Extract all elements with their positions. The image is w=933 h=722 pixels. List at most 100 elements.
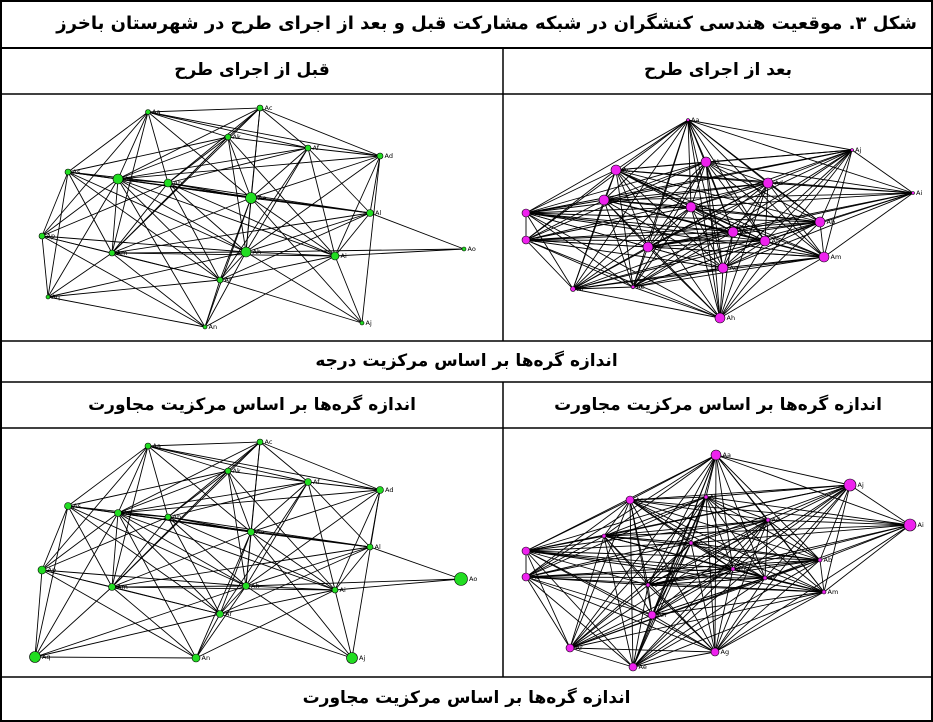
after-closeness-edge-aq-af xyxy=(525,550,649,586)
after-closeness-node-ad xyxy=(765,517,771,523)
after-degree-edge-an-ae xyxy=(603,199,634,288)
before-closeness-edge-ap-aq xyxy=(34,569,43,658)
before-degree-edge-ah-an xyxy=(204,251,247,328)
before-closeness-edge-ab-am xyxy=(111,516,169,588)
after-degree-label-ab: Ab xyxy=(827,218,836,226)
after-degree-node-am xyxy=(818,251,830,263)
before-degree-edge-ai-ar xyxy=(219,255,336,281)
after-degree-edge-ab-ag xyxy=(722,221,821,269)
after-degree-label-aj: Aj xyxy=(855,146,861,154)
after-closeness-edge-ar-ah xyxy=(569,614,653,649)
after-degree-edge-ad-ab xyxy=(767,182,821,223)
before-closeness-node-aa xyxy=(144,442,152,450)
after-degree-edge-ab-am xyxy=(819,221,825,258)
after-closeness-edge-ac-al xyxy=(629,499,766,579)
after-degree-edge-ap-ar xyxy=(572,231,734,290)
before-degree-label-aj: Aj xyxy=(366,319,372,327)
after-closeness-label-ao: Ao xyxy=(695,539,703,547)
after-closeness-edge-ai-ad xyxy=(767,519,911,526)
after-closeness-label-aa: Aa xyxy=(723,451,731,459)
before-degree-edge-ab-ai xyxy=(167,182,336,257)
after-closeness-edge-ad-am xyxy=(767,519,825,593)
before-closeness-edge-as-ar xyxy=(67,505,221,615)
before-degree-label-ac: Ac xyxy=(265,104,273,112)
before-closeness-edge-aa-as xyxy=(67,445,149,507)
after-degree-node-ah xyxy=(714,312,726,324)
before-degree-edge-aq-ar xyxy=(47,279,221,298)
after-closeness-node-ar xyxy=(565,643,575,653)
after-degree-edge-ap-ag xyxy=(722,231,734,269)
before-degree-node-aa xyxy=(145,109,151,115)
before-degree-edge-ak-ae xyxy=(227,136,252,199)
before-closeness-edge-ap-ah xyxy=(41,569,247,587)
after-degree-label-am: Am xyxy=(831,253,842,261)
before-degree-edge-ah-aq xyxy=(47,251,247,298)
after-degree-label-ao: Ao xyxy=(698,203,706,211)
after-closeness-edge-ab-af xyxy=(647,559,821,586)
before-closeness-edge-ae-am xyxy=(111,531,252,588)
before-degree-edge-aa-ak xyxy=(147,111,229,138)
before-degree-node-ao xyxy=(461,246,467,252)
after-closeness-edge-ae-ag xyxy=(632,651,716,668)
before-closeness-edge-ag-ai xyxy=(117,512,336,591)
before-closeness-edge-ad-ag xyxy=(117,489,381,514)
before-degree-edge-as-ah xyxy=(67,171,247,253)
after-closeness-label-ae: Ae xyxy=(639,663,647,671)
before-closeness-edge-ab-ap xyxy=(41,516,169,571)
after-closeness-edge-ad-aq xyxy=(525,519,769,552)
before-closeness-label-al: Al xyxy=(375,543,381,551)
after-degree-edge-al-ah xyxy=(719,240,766,319)
after-closeness-label-ac: Ac xyxy=(636,496,644,504)
before-closeness-node-ad xyxy=(376,486,384,494)
before-closeness-label-ar: Ar xyxy=(225,610,232,618)
after-closeness-node-ac xyxy=(625,495,635,505)
before-degree-edge-aa-ad xyxy=(147,111,381,157)
after-closeness-edge-ao-ap xyxy=(690,542,734,570)
before-closeness-node-ap xyxy=(37,565,47,575)
after-degree-edge-ao-am xyxy=(690,206,825,258)
before-degree-edge-as-am xyxy=(67,171,113,254)
before-degree-label-ao: Ao xyxy=(468,245,476,253)
before-degree-label-ag: Ag xyxy=(125,175,134,183)
before-degree-edge-ah-ai xyxy=(245,251,336,257)
after-closeness-node-an xyxy=(601,533,607,539)
before-closeness-edge-aa-ak xyxy=(147,445,229,472)
after-closeness-edge-af-ae xyxy=(632,584,649,668)
before-closeness-edge-af-ae xyxy=(250,481,309,533)
before-closeness-edge-al-am xyxy=(111,546,371,588)
after-degree-edge-ak-ac xyxy=(615,161,707,171)
after-degree-edge-aj-ad xyxy=(767,149,853,184)
after-closeness-edge-aj-ad xyxy=(767,484,851,521)
after-closeness-edge-aq-ab xyxy=(525,550,821,561)
before-degree-edge-ac-af xyxy=(259,107,309,149)
after-closeness-edge-ak-ag xyxy=(705,496,716,653)
after-degree-edge-ak-aq xyxy=(525,161,707,214)
after-degree-edge-ai-af xyxy=(647,192,914,248)
after-closeness-label-an: An xyxy=(608,532,617,540)
after-closeness-label-as: As xyxy=(532,573,540,581)
after-closeness-edge-aq-ap xyxy=(525,550,734,570)
after-closeness-node-al xyxy=(762,575,768,581)
before-closeness-edge-aa-af xyxy=(147,445,309,483)
after-degree-edge-ap-ah xyxy=(719,231,734,319)
after-degree-label-ag: Ag xyxy=(730,264,739,272)
before-degree-edge-ah-ar xyxy=(219,251,247,281)
before-degree-edge-ai-an xyxy=(204,255,336,328)
after-degree-edge-ac-af xyxy=(615,169,649,248)
after-degree-edge-ao-al xyxy=(690,206,766,242)
after-degree-edge-ao-as xyxy=(525,206,692,241)
after-closeness-edge-af-ar xyxy=(569,584,649,649)
before-closeness-label-ah: Ah xyxy=(251,582,260,590)
after-degree-edge-ai-ak xyxy=(705,161,914,194)
after-closeness-edge-aa-as xyxy=(525,454,717,578)
before-closeness-edge-ae-al xyxy=(250,531,371,548)
before-degree-label-aq: Aq xyxy=(52,293,60,301)
before-closeness-label-ao: Ao xyxy=(469,575,477,583)
after-closeness-edge-aj-ah xyxy=(651,484,851,616)
before-closeness-label-aq: Aq xyxy=(42,653,50,661)
after-closeness-edge-ai-ac xyxy=(629,499,911,526)
before-closeness-edge-ak-ab xyxy=(167,470,229,518)
before-closeness-edge-ah-ar xyxy=(219,585,247,615)
after-closeness-label-af: Af xyxy=(652,581,659,589)
after-closeness-label-ag: Ag xyxy=(721,648,730,656)
